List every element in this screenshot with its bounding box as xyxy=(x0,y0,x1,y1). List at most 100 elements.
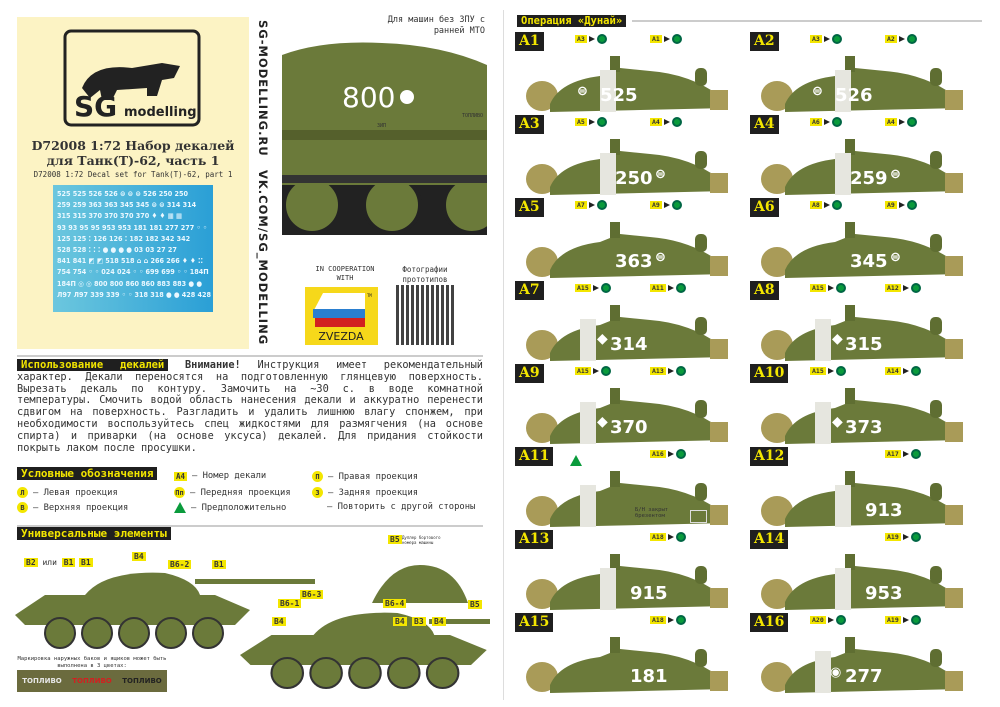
arrow-icon xyxy=(667,285,674,291)
arrow-icon xyxy=(592,285,599,291)
repeat-other-side-icon xyxy=(596,117,607,127)
white-stripe xyxy=(815,319,831,361)
scheme-id: A14 xyxy=(750,530,789,549)
legend-heading: Условные обозначения xyxy=(17,467,158,480)
decal-callout: A1 xyxy=(650,34,682,44)
repeat-other-side-icon xyxy=(596,34,607,44)
decal-callout: A9 xyxy=(885,200,917,210)
arrow-icon xyxy=(667,534,674,540)
decal-callout: A2 xyxy=(885,34,917,44)
arrow-icon xyxy=(898,202,905,208)
callout: B6-1 xyxy=(278,599,302,608)
svg-text:SG: SG xyxy=(74,90,117,123)
turret-illustration xyxy=(761,637,963,693)
repeat-other-side-icon xyxy=(910,283,921,293)
callout-b2-or-b1: B2 или B1 xyxy=(24,558,76,567)
callout: B5 xyxy=(468,600,482,609)
arrow-icon xyxy=(827,368,834,374)
fuel-label-red: ТОПЛИВО xyxy=(72,677,112,685)
qr-code[interactable] xyxy=(396,285,456,345)
tactical-number: 913 xyxy=(865,500,903,521)
arrow-icon xyxy=(902,617,909,623)
arrow-icon xyxy=(663,119,670,125)
decal-callout: A15 xyxy=(575,366,611,376)
white-stripe xyxy=(815,651,831,693)
tactical-number: 277 xyxy=(845,666,883,687)
decal-callout: A12 xyxy=(885,283,921,293)
arrow-icon xyxy=(588,119,595,125)
divider xyxy=(17,525,483,527)
tactical-number: 370 xyxy=(610,417,648,438)
unit-emblem-mark: ⊜ xyxy=(890,250,901,265)
decal-callout: A18 xyxy=(650,532,686,542)
decal-callout: A4 xyxy=(885,117,917,127)
hero-number: 800 xyxy=(342,81,395,114)
arrow-icon xyxy=(898,36,905,42)
scheme-id: A11 xyxy=(515,447,554,466)
decal-row: 259 259 363 363 345 345 ⊜ ⊜ 314 314 xyxy=(57,200,197,210)
decal-callout: A15 xyxy=(575,283,611,293)
decal-callout: A20 xyxy=(810,615,846,625)
repeat-other-side-icon xyxy=(675,366,686,376)
unit-emblem-mark: ⊜ xyxy=(655,167,666,182)
decal-callout: A9 xyxy=(650,200,682,210)
repeat-other-side-icon xyxy=(675,615,686,625)
tactical-box-mark xyxy=(690,510,707,523)
scheme-id: A13 xyxy=(515,530,554,549)
diamond-mark: ◆ xyxy=(832,331,843,347)
scheme-id: A10 xyxy=(750,364,789,383)
unit-emblem-mark: ⊜ xyxy=(890,167,901,182)
vk-link[interactable]: VK.COM/SG_MODELLING xyxy=(256,170,270,346)
tactical-number: 363 xyxy=(615,251,653,272)
arrow-icon xyxy=(663,36,670,42)
white-stripe xyxy=(835,70,851,112)
decal-row: 93 93 95 95 953 953 181 181 277 277 ◦ ◦ xyxy=(57,222,207,232)
arrow-icon xyxy=(827,285,834,291)
set-title-en: D72008 1:72 Decal set for Tank(T)-62, pa… xyxy=(33,170,233,179)
applicability-note: Для машин без ЗПУ с ранней МТО xyxy=(387,15,485,36)
decal-callout: A4 xyxy=(650,117,682,127)
tactical-number: 345 xyxy=(850,251,888,272)
instructions-lead: Внимание! xyxy=(184,359,241,371)
legend: Условные обозначения А4– Номер декали П–… xyxy=(17,467,487,513)
scheme-id: A4 xyxy=(750,115,779,134)
white-stripe xyxy=(580,402,596,444)
photos-label: Фотографии прототипов xyxy=(402,265,448,284)
tactical-number: 314 xyxy=(610,334,648,355)
repeat-other-side-icon xyxy=(831,200,842,210)
callout: B4 xyxy=(272,617,286,626)
hero-dot-mark xyxy=(400,90,414,104)
decal-callout: A5 xyxy=(575,117,607,127)
repeat-other-side-icon xyxy=(600,366,611,376)
callout: B6-2 xyxy=(168,560,192,569)
cooperation-text: IN COOPERATION WITH xyxy=(315,265,375,282)
decal-row: 525 525 526 526 ⊜ ⊜ ⊜ 526 250 250 xyxy=(57,189,188,198)
arrow-icon xyxy=(902,285,909,291)
scheme-id: A9 xyxy=(515,364,544,383)
decal-row: 528 528 ⁚ ⁚ ⁚ ● ● ● ● 03 03 27 27 xyxy=(57,245,177,255)
repeat-other-side-icon xyxy=(906,117,917,127)
turret-illustration xyxy=(761,388,963,444)
repeat-other-side-icon xyxy=(831,34,842,44)
assumed-triangle-icon xyxy=(570,455,582,466)
decal-callout: A3 xyxy=(810,34,842,44)
decal-callout: A16 xyxy=(650,449,686,459)
sg-modelling-logo: SG modelling xyxy=(63,29,201,127)
callout: B4 xyxy=(132,552,146,561)
tactical-number: 315 xyxy=(845,334,883,355)
decal-callout: A13 xyxy=(650,366,686,376)
repeat-other-side-icon xyxy=(910,532,921,542)
repeat-other-side-icon xyxy=(600,283,611,293)
arrow-icon xyxy=(667,368,674,374)
divider xyxy=(632,20,982,22)
decal-row: 184П ◎ ◎ 800 800 860 860 883 883 ● ● xyxy=(57,278,202,288)
website-link[interactable]: SG-MODELLING.RU xyxy=(256,20,270,157)
tactical-number: 373 xyxy=(845,417,883,438)
unit-emblem-mark: ⊜ xyxy=(812,84,823,99)
arrow-icon xyxy=(823,202,830,208)
